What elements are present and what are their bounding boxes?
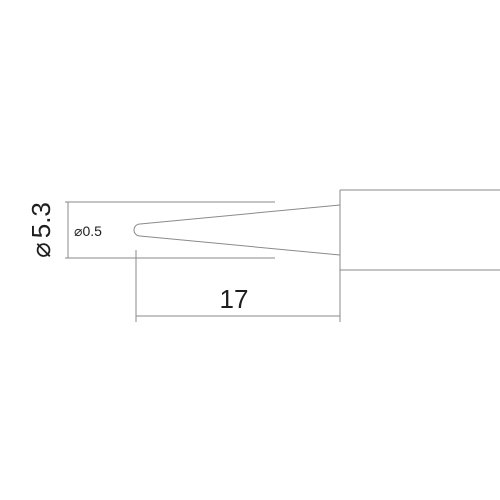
- taper-length-value: 17: [220, 284, 249, 314]
- taper-lower-edge: [139, 235, 341, 256]
- outer-diameter-dimension: ⌀ 5.3: [26, 201, 275, 259]
- tip-diameter-value: 0.5: [82, 223, 102, 239]
- tapered-tip: [133, 204, 341, 256]
- taper-length-dimension: 17: [135, 250, 341, 322]
- tip-body: [339, 189, 500, 271]
- tip-diameter-label: ⌀0.5: [74, 223, 102, 239]
- diameter-symbol-tip: ⌀: [74, 223, 83, 239]
- outer-diameter-label: ⌀ 5.3: [26, 202, 56, 258]
- outer-diameter-value: 5.3: [26, 202, 56, 238]
- taper-upper-edge: [139, 204, 341, 225]
- tip-diameter-dimension: ⌀0.5: [74, 223, 102, 239]
- diameter-symbol-outer: ⌀: [26, 242, 56, 258]
- tip-end-arc: [133, 223, 141, 237]
